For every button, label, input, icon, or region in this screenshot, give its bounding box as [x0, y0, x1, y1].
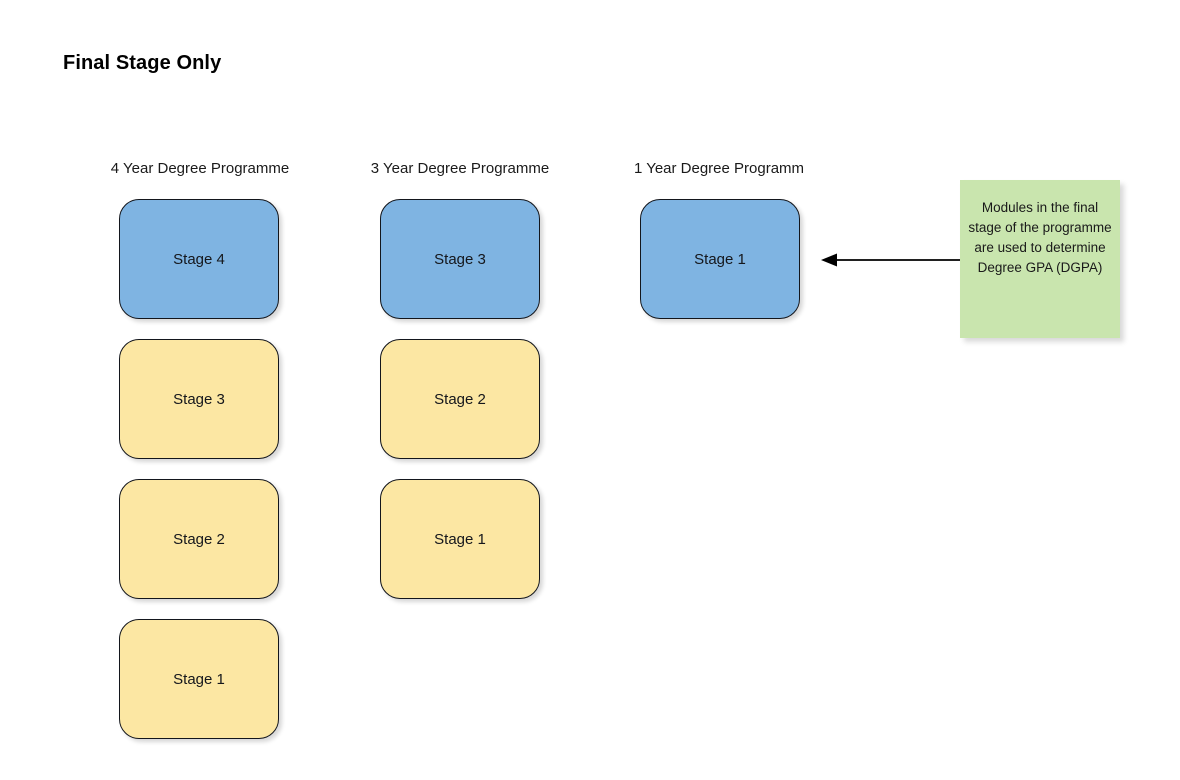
annotation-note: Modules in the final stage of the progra…	[960, 180, 1120, 338]
stage-box-4year-stage-3[interactable]: Stage 3	[119, 339, 279, 459]
stage-box-4year-stage-1[interactable]: Stage 1	[119, 619, 279, 739]
arrow-left-icon	[821, 253, 960, 267]
column-header-4-year: 4 Year Degree Programme	[110, 160, 290, 177]
page-title: Final Stage Only	[63, 52, 222, 74]
stage-box-3year-stage-3[interactable]: Stage 3	[380, 199, 540, 319]
stage-box-3year-stage-2[interactable]: Stage 2	[380, 339, 540, 459]
stage-box-4year-stage-4[interactable]: Stage 4	[119, 199, 279, 319]
stage-box-1year-stage-1[interactable]: Stage 1	[640, 199, 800, 319]
arrow-head	[821, 253, 837, 267]
column-header-3-year: 3 Year Degree Programme	[370, 160, 550, 177]
stage-box-3year-stage-1[interactable]: Stage 1	[380, 479, 540, 599]
stage-box-4year-stage-2[interactable]: Stage 2	[119, 479, 279, 599]
column-header-1-year: 1 Year Degree Programm	[633, 160, 805, 177]
